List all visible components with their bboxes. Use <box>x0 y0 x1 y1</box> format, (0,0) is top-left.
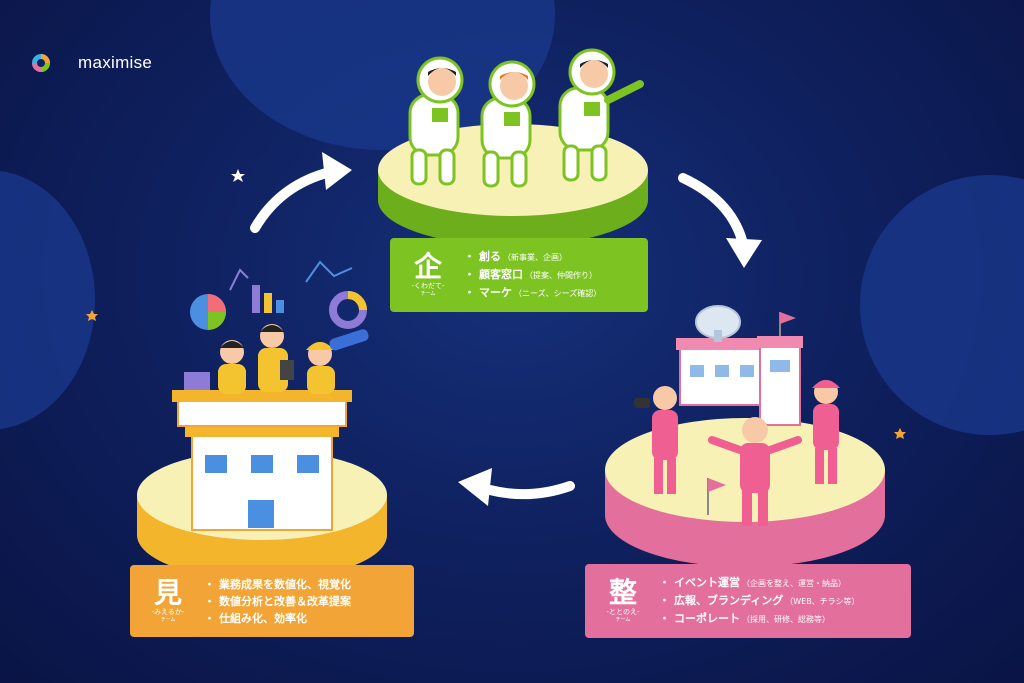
team-card-kuwadate: 企 -くわだて- チーム 創る（新事業、企画） 顧客窓口（提案、仲間作り） マー… <box>390 238 648 312</box>
cycle-arrow-icon <box>678 173 747 245</box>
pie-chart-icon <box>190 294 226 330</box>
team-reading: -みえるか- <box>151 608 185 616</box>
team-duty-item: 創る（新事業、企画） <box>464 248 601 266</box>
worker-figure <box>708 417 802 526</box>
team-duty-item: 仕組み化、効率化 <box>204 610 351 627</box>
team-kanji-block: 見 -みえるか- チーム <box>142 578 194 624</box>
team-duty-list: 創る（新事業、企画） 顧客窓口（提案、仲間作り） マーケ（ニーズ、シーズ確認） <box>464 248 601 302</box>
team-kanji: 整 <box>608 576 637 609</box>
star-icon <box>231 169 245 182</box>
worker-figure <box>218 340 246 394</box>
team-reading: -くわだて- <box>411 282 445 290</box>
team-duty-item: 数値分析と改善＆改革提案 <box>204 593 351 610</box>
team-duty-item: コーポレート（採用、研修、総務等） <box>659 610 860 628</box>
star-icon <box>894 428 906 439</box>
flag-icon <box>707 478 726 515</box>
team-duty-item: 広報、ブランディング（WEB、チラシ等） <box>659 592 860 610</box>
astronaut-figure <box>480 60 536 188</box>
team-duty-item: 業務成果を数値化、視覚化 <box>204 576 351 593</box>
cycle-arrow-icon <box>485 481 575 500</box>
team-label: チーム <box>420 291 436 297</box>
logo-mark-icon <box>32 54 50 72</box>
team-kanji: 企 <box>413 250 442 283</box>
donut-chart-icon <box>329 291 367 329</box>
team-card-totonoe: 整 -ととのえ- チーム イベント運営（企画を整え、運営・納品） 広報、ブランデ… <box>585 564 911 638</box>
worker-figure <box>812 380 840 484</box>
telescope-icon <box>329 329 369 351</box>
satellite-dish-icon <box>695 305 741 342</box>
tower <box>172 390 352 531</box>
team-duty-list: イベント運営（企画を整え、運営・納品） 広報、ブランディング（WEB、チラシ等）… <box>659 574 860 628</box>
laptop-icon <box>184 372 210 390</box>
team-label: チーム <box>160 617 176 623</box>
team-kanji: 見 <box>153 576 182 609</box>
team-duty-item: イベント運営（企画を整え、運営・納品） <box>659 574 860 592</box>
line-chart-icon <box>229 268 249 291</box>
astronaut-figure <box>558 48 644 182</box>
building <box>676 336 803 426</box>
team-duty-item: 顧客窓口（提案、仲間作り） <box>464 266 601 284</box>
worker-figure <box>306 342 335 394</box>
team-card-mieruka: 見 -みえるか- チーム 業務成果を数値化、視覚化 数値分析と改善＆改革提案 仕… <box>130 565 414 637</box>
cycle-arrow-icon <box>458 468 492 506</box>
worker-figure <box>258 324 294 392</box>
star-icon <box>86 310 98 321</box>
brand-logo[interactable]: maximise <box>30 52 152 74</box>
flag-icon <box>779 312 796 336</box>
bar-chart-icon <box>252 285 284 313</box>
line-chart-icon <box>305 260 353 283</box>
team-kanji-block: 整 -ととのえ- チーム <box>597 578 649 624</box>
worker-figure <box>634 386 678 494</box>
cycle-arrow-icon <box>250 167 335 233</box>
cycle-arrow-icon <box>726 238 762 268</box>
team-duty-list: 業務成果を数値化、視覚化 数値分析と改善＆改革提案 仕組み化、効率化 <box>204 576 351 627</box>
team-reading: -ととのえ- <box>606 608 640 616</box>
team-label: チーム <box>615 617 631 623</box>
cycle-arrow-icon <box>322 152 352 190</box>
team-kanji-block: 企 -くわだて- チーム <box>402 252 454 298</box>
team-duty-item: マーケ（ニーズ、シーズ確認） <box>464 284 601 302</box>
astronaut-figure <box>408 56 464 186</box>
brand-name: maximise <box>78 53 153 72</box>
